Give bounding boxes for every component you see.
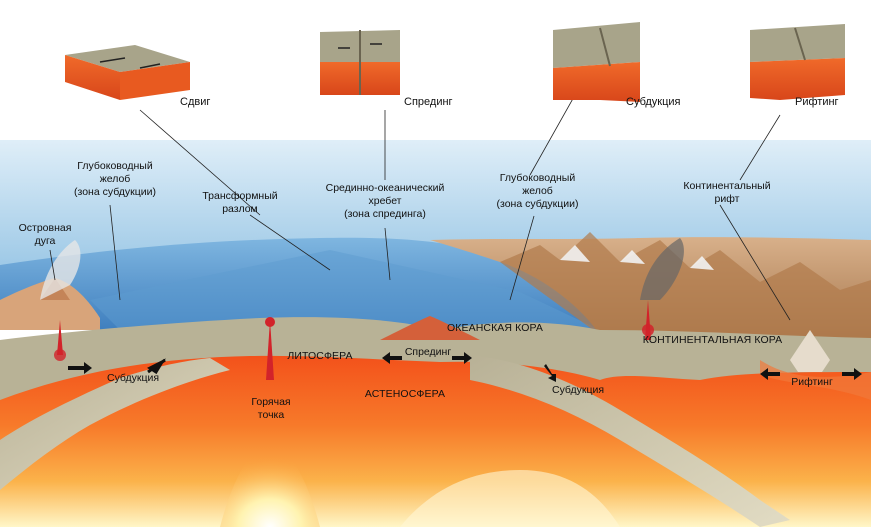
arrow-right-icon	[68, 362, 92, 374]
subduction-right-label: Субдукция	[551, 384, 605, 396]
continental-crust-label: КОНТИНЕНТАЛЬНАЯ КОРА	[642, 334, 783, 346]
lithosphere-label: ЛИТОСФЕРА	[287, 350, 353, 362]
subducting-slab-right	[470, 355, 790, 527]
island-arc-magma	[40, 240, 81, 361]
lithosphere	[0, 317, 871, 400]
arrow-down-right-icon	[544, 364, 556, 382]
oceanic-crust-label: ОКЕАНСКАЯ КОРА	[447, 322, 543, 334]
rifting-label: Рифтинг	[795, 96, 839, 108]
continental-magma	[640, 238, 684, 340]
hot-spot-plume	[265, 317, 275, 380]
leader-lines	[49, 94, 791, 321]
ocean	[0, 237, 620, 330]
arrow-right-icon	[452, 352, 472, 364]
subduction-left-label: Субдукция	[106, 372, 160, 384]
trench-right-label: Глубоководный желоб (зона субдукции)	[496, 172, 579, 210]
rifting-bottom-label: Рифтинг	[791, 376, 833, 388]
hot-spot-label: Горячая точка	[251, 396, 291, 421]
continental-rift-zone	[760, 330, 871, 400]
shear-label: Сдвиг	[180, 96, 211, 108]
island-arc-label: Островная дуга	[18, 222, 72, 247]
transform-fault-label: Трансформный разлом	[202, 190, 278, 215]
arrow-left-icon	[760, 368, 780, 380]
rifting-block-diagram	[750, 24, 845, 100]
subduction-label: Субдукция	[626, 96, 681, 108]
arrow-right-icon	[842, 368, 862, 380]
mid-ocean-ridge-label: Срединно-океанический хребет (зона спред…	[325, 182, 445, 220]
spreading-block-diagram	[320, 30, 400, 95]
ridge-magma	[380, 316, 480, 340]
shear-block-diagram	[65, 45, 190, 100]
spreading-label: Спрединг	[404, 96, 453, 108]
trench-left-label: Глубоководный желоб (зона субдукции)	[74, 160, 156, 198]
asthenosphere-label: АСТЕНОСФЕРА	[364, 388, 446, 400]
subducting-slab-left	[0, 358, 230, 490]
continental-rift-label: Континентальный рифт	[683, 180, 771, 205]
arrow-left-icon	[147, 358, 166, 375]
arrow-left-icon	[382, 352, 402, 364]
spreading-center-label: Спрединг	[404, 346, 452, 358]
motion-arrows	[68, 352, 862, 382]
subduction-block-diagram	[553, 22, 640, 102]
mantle	[0, 343, 871, 527]
